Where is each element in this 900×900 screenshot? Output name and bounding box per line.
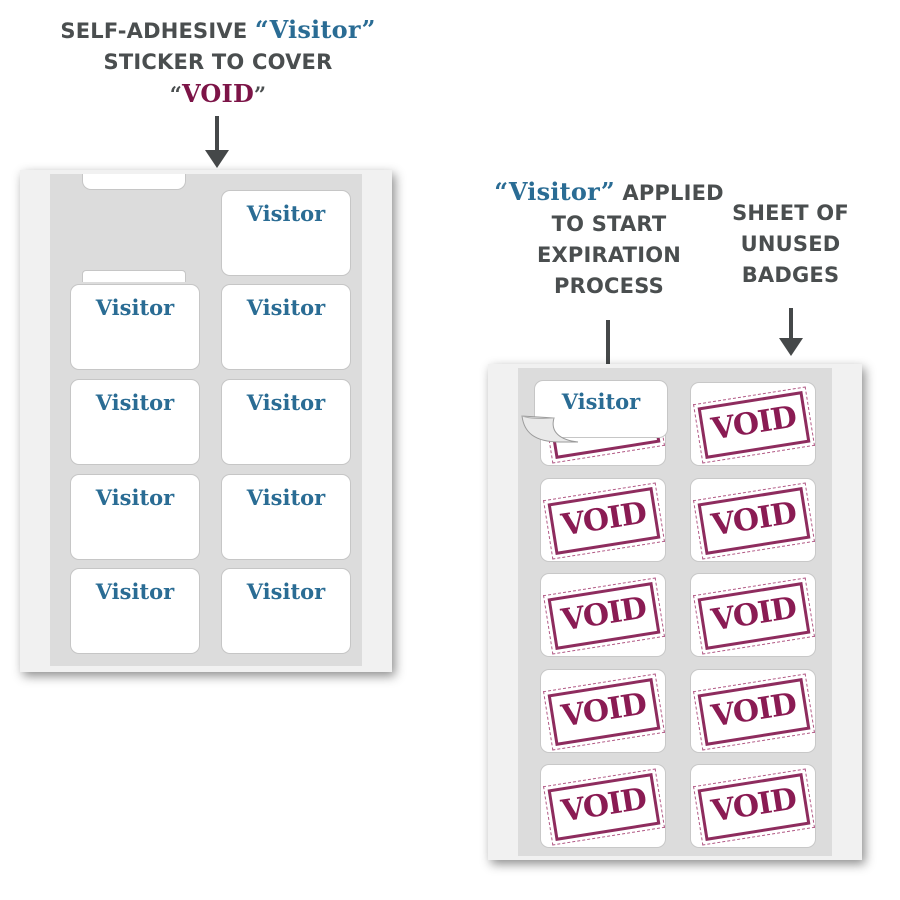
peeled-sticker-slot [82, 174, 186, 190]
callout-applied-visitor-word: Visitor [508, 177, 601, 206]
callout-unused: SHEET OF UNUSED BADGES [732, 201, 849, 287]
visitor-sticker: Visitor [70, 379, 200, 465]
callout-sticker: SELF-ADHESIVE “Visitor” STICKER TO COVER… [48, 14, 388, 111]
applied-visitor-sticker: Visitor [534, 380, 668, 438]
void-stamp: VOID [543, 767, 665, 847]
visitor-sticker: Visitor [70, 568, 200, 654]
void-badge-sheet: VOID Visitor VOID VOID VOID VOID VOID VO… [488, 364, 862, 860]
sticker-slot-edge [82, 270, 186, 282]
void-stamp: VOID [693, 672, 815, 752]
visitor-sticker: Visitor [70, 474, 200, 560]
visitor-sticker: Visitor [70, 284, 200, 370]
void-badge: VOID [540, 573, 666, 657]
visitor-sticker: Visitor [221, 568, 351, 654]
void-badge: VOID [540, 764, 666, 848]
void-stamp: VOID [543, 481, 665, 561]
void-badge: VOID [540, 478, 666, 562]
void-stamp: VOID [543, 576, 665, 656]
arrow-down-icon [779, 308, 803, 356]
visitor-sticker-sheet: Visitor Visitor Visitor Visitor Visitor … [20, 170, 392, 672]
callout-sticker-line2: STICKER TO COVER [103, 50, 333, 74]
callout-applied: “Visitor” APPLIED TO START EXPIRATION PR… [494, 177, 724, 298]
void-badge: VOID [540, 669, 666, 753]
arrow-down-icon [205, 116, 229, 168]
void-stamp: VOID [543, 672, 665, 752]
void-badge: VOID [690, 382, 816, 466]
sticker-curl-icon [521, 415, 579, 443]
callout-sticker-line1: SELF-ADHESIVE “Visitor” [60, 15, 376, 44]
visitor-sticker: Visitor [221, 190, 351, 276]
callout-void-word: VOID [182, 79, 254, 108]
void-stamp: VOID [693, 767, 815, 847]
void-badge: VOID [690, 764, 816, 848]
callout-visitor-word: Visitor [269, 15, 362, 44]
visitor-sticker: Visitor [221, 284, 351, 370]
visitor-sticker: Visitor [221, 474, 351, 560]
void-stamp: VOID [693, 481, 815, 561]
void-badge: VOID [690, 669, 816, 753]
callout-sticker-line3: “VOID” [169, 79, 267, 108]
void-stamp: VOID [693, 576, 815, 656]
void-badge: VOID [690, 573, 816, 657]
void-badge: VOID [690, 478, 816, 562]
visitor-sticker: Visitor [221, 379, 351, 465]
void-stamp: VOID [693, 385, 815, 465]
